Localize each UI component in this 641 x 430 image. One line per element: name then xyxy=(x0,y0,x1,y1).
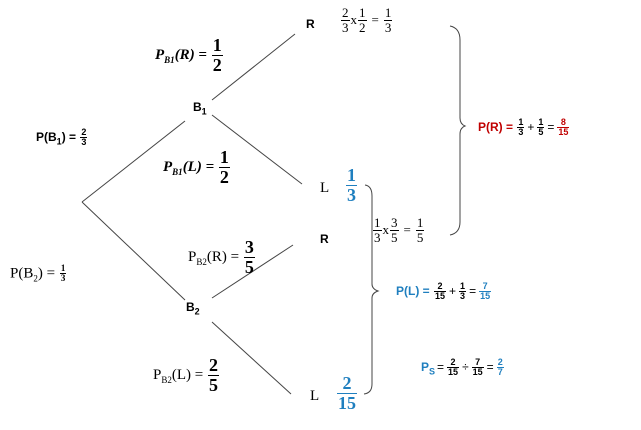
branch-b1-r xyxy=(211,33,296,101)
node-r-mid: R xyxy=(320,232,329,246)
branch-b1-l xyxy=(211,114,303,185)
brace-p-l xyxy=(363,184,380,395)
branch-b2-r xyxy=(211,244,294,299)
branch-b2-l xyxy=(211,321,292,395)
node-b2: B2 xyxy=(186,300,200,317)
branch-root-b2 xyxy=(81,201,186,301)
node-b1: B1 xyxy=(193,100,207,117)
branch-root-b1 xyxy=(81,120,186,203)
brace-p-r xyxy=(449,25,467,236)
node-l-mid: L xyxy=(320,180,330,196)
node-l-bottom: L xyxy=(310,388,320,404)
node-r-top: R xyxy=(306,17,315,31)
